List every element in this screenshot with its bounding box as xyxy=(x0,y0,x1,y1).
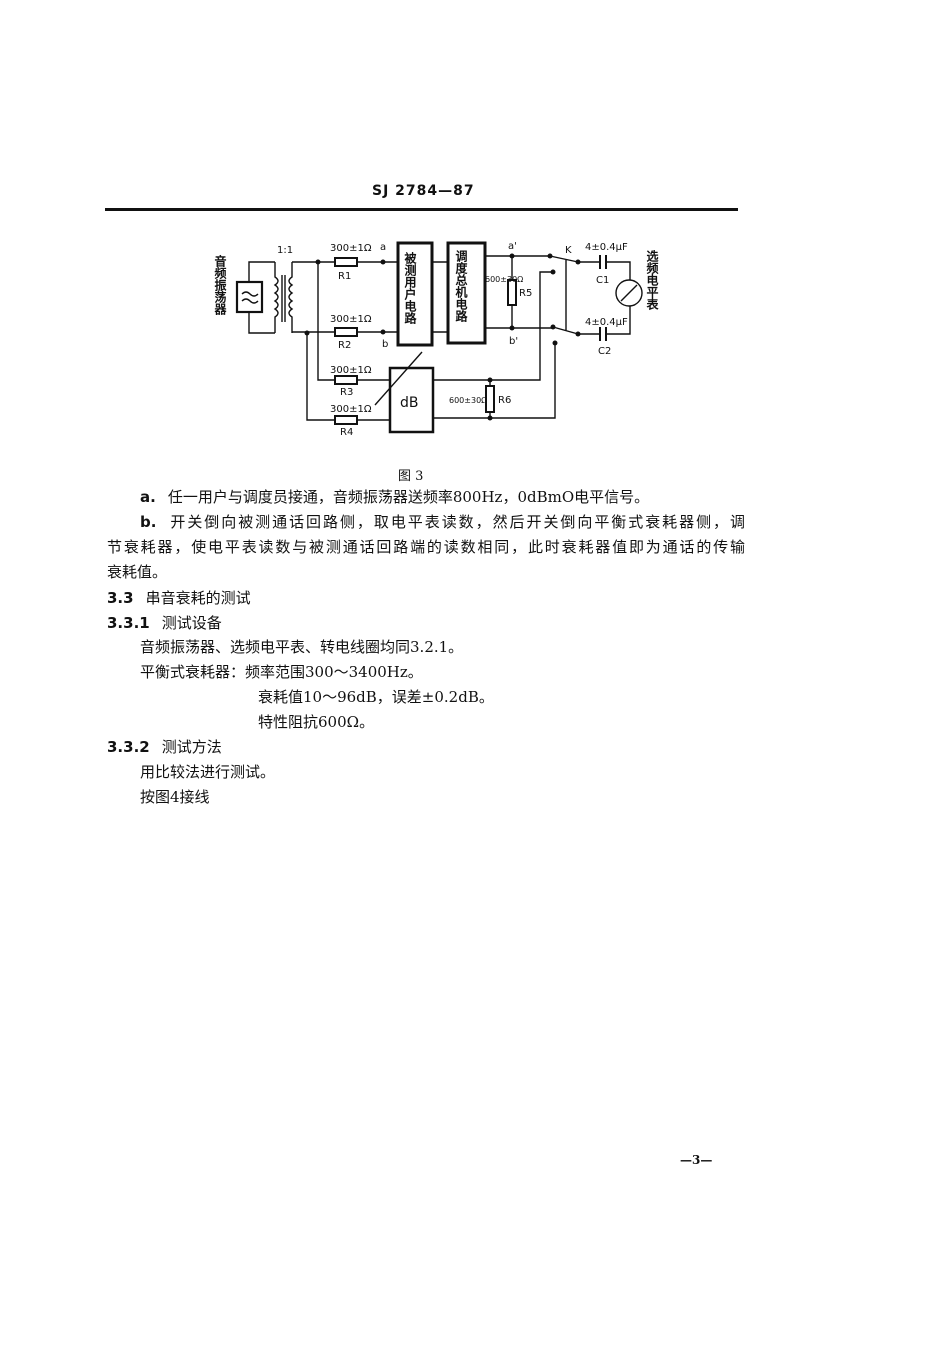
node-b: b xyxy=(382,339,388,350)
r2-name: R2 xyxy=(338,340,351,351)
method-line1: 用比较法进行测试。 xyxy=(140,763,276,781)
equip-line2: 平衡式衰耗器：频率范围300～3400Hz。 xyxy=(140,663,423,681)
switch-k: K xyxy=(565,245,572,256)
node-a-prime: a' xyxy=(508,241,517,252)
resistor-r6 xyxy=(485,385,495,413)
r5-name: R5 xyxy=(519,288,532,299)
oscillator-label: 音频振荡器 xyxy=(213,254,227,316)
block-dispatch-circuit xyxy=(446,241,487,345)
meter-label: 选频电平表 xyxy=(645,249,659,311)
r4-value: 300±1Ω xyxy=(330,404,372,415)
r6-name: R6 xyxy=(498,395,511,406)
attenuator-label: dB xyxy=(400,395,419,411)
header-rule xyxy=(105,208,738,211)
c2-value: 4±0.4μF xyxy=(585,317,628,328)
standard-code: SJ 2784—87 xyxy=(372,183,475,199)
page-number: —3— xyxy=(680,1153,713,1167)
resistor-r1 xyxy=(334,257,358,267)
circuit-diagram: 音频振荡器 选频电平表 1:1 被测用户电路 调度总机电路 dB 300±1Ω … xyxy=(213,241,659,438)
block1-label: 被测用户电路 xyxy=(403,251,417,325)
item-b-line1: b.开关倒向被测通话回路侧，取电平表读数，然后开关倒向平衡式衰耗器侧，调 xyxy=(140,513,745,531)
r4-name: R4 xyxy=(340,427,353,438)
resistor-r4 xyxy=(334,415,358,425)
figure-caption: 图 3 xyxy=(398,469,424,484)
r1-name: R1 xyxy=(338,271,351,282)
block-user-circuit xyxy=(396,241,434,347)
r3-value: 300±1Ω xyxy=(330,365,372,376)
equip-line3: 衰耗值10～96dB，误差±0.2dB。 xyxy=(258,688,494,706)
r1-value: 300±1Ω xyxy=(330,243,372,254)
c2-name: C2 xyxy=(598,346,611,357)
equip-line4: 特性阻抗600Ω。 xyxy=(258,713,375,731)
method-line2: 按图4接线 xyxy=(140,788,210,806)
oscillator xyxy=(235,261,275,334)
r3-name: R3 xyxy=(340,387,353,398)
c1-name: C1 xyxy=(596,275,609,286)
attenuator-box xyxy=(388,366,435,434)
item-b-line2: 节衰耗器，使电平表读数与被测通话回路端的读数相同，此时衰耗器值即为通话的传输 xyxy=(107,538,745,556)
item-b-line3: 衰耗值。 xyxy=(107,563,168,581)
r5-value: 600±30Ω xyxy=(485,275,523,284)
transformer xyxy=(273,262,294,333)
node-b-prime: b' xyxy=(509,336,518,347)
node-a: a xyxy=(380,242,386,253)
r6-value: 600±30Ω xyxy=(449,396,487,405)
equip-line1: 音频振荡器、选频电平表、转电线圈均同3.2.1。 xyxy=(140,638,464,656)
r2-value: 300±1Ω xyxy=(330,314,372,325)
c1-value: 4±0.4μF xyxy=(585,242,628,253)
item-a: a.任一用户与调度员接通，音频振荡器送频率800Hz，0dBmO电平信号。 xyxy=(140,488,650,506)
resistor-r3 xyxy=(334,375,358,385)
resistor-r2 xyxy=(334,327,358,337)
resistor-r5 xyxy=(507,279,517,306)
block2-label: 调度总机电路 xyxy=(454,250,468,323)
transformer-ratio: 1:1 xyxy=(277,245,293,256)
